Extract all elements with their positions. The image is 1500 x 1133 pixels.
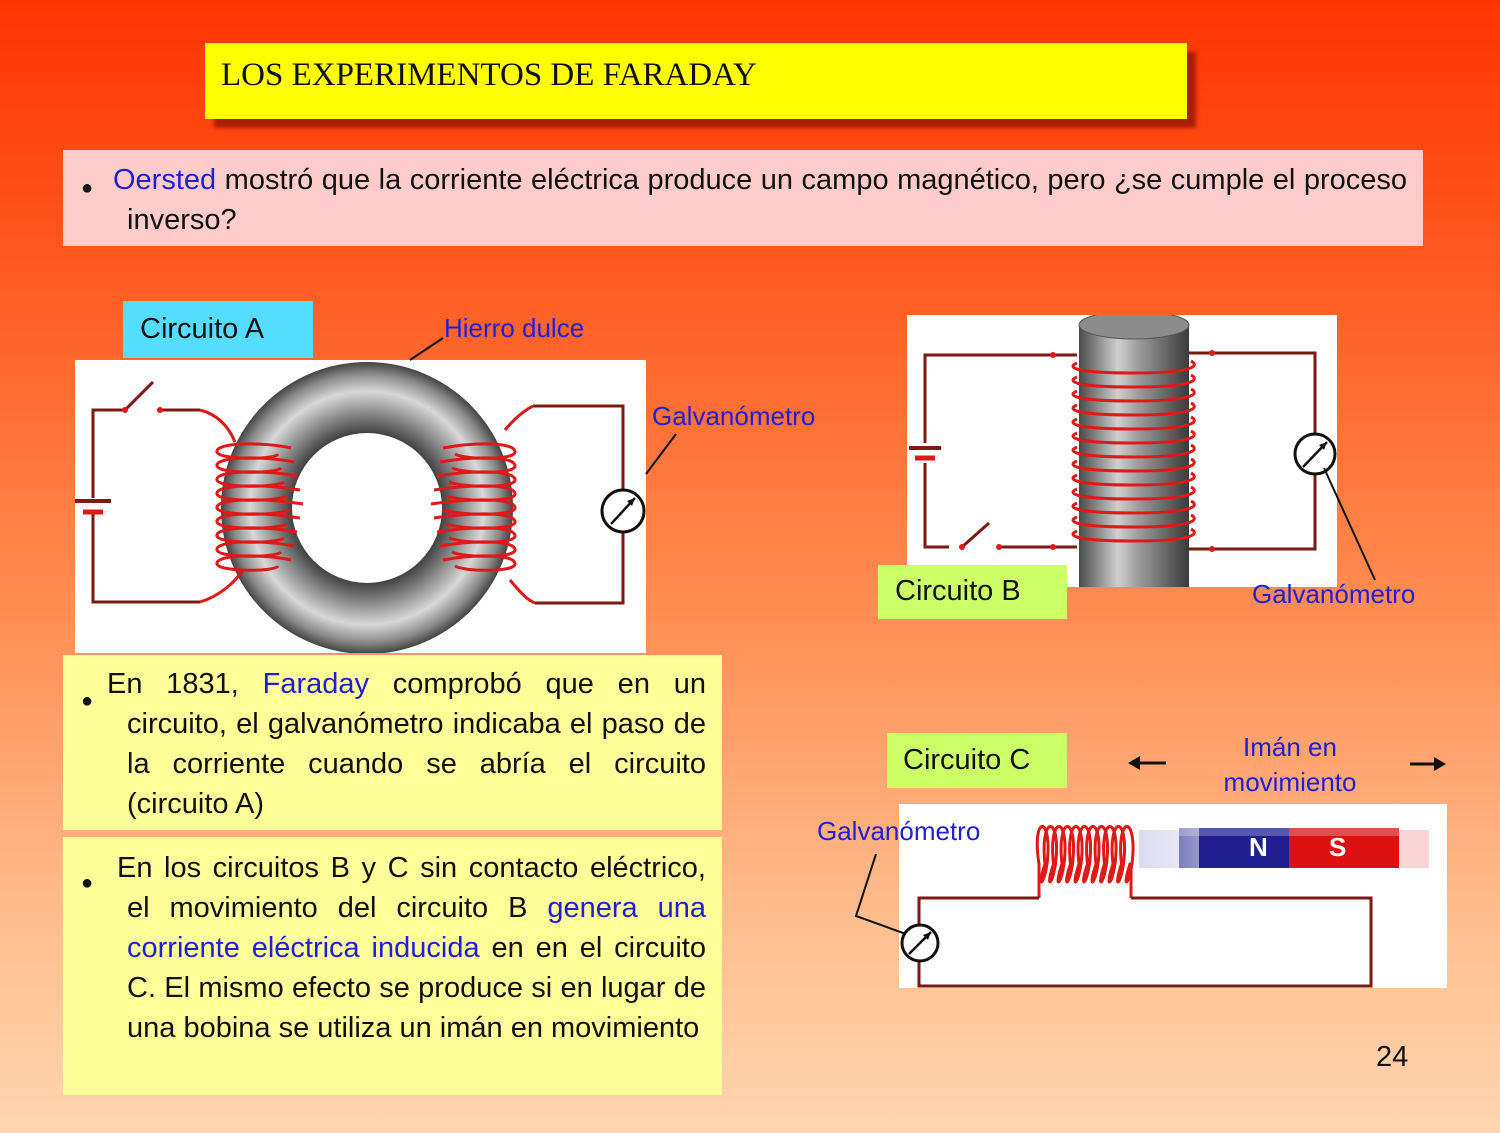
circuit-a-secondary-wires (503, 404, 625, 605)
galvanometro-b-label: Galvanómetro (1252, 579, 1416, 609)
galvanometer-icon (1293, 432, 1337, 476)
bar-magnet (1179, 828, 1399, 868)
circuit-c-diagram: N S (899, 804, 1447, 988)
coil-c (1035, 825, 1135, 898)
hierro-dulce-label: Hierro dulce (444, 313, 585, 343)
galvanometer-icon (900, 923, 940, 963)
page-number: 24 (1376, 1041, 1409, 1073)
galvanometer-icon (600, 488, 646, 534)
galvanometro-c-label: Galvanómetro (817, 816, 981, 846)
magnet-moving-label: Imán en movimiento (1223, 732, 1357, 797)
iron-core (1078, 315, 1190, 587)
pole-s-text: S (1329, 832, 1346, 862)
title-banner: LOS EXPERIMENTOS DE FARADAY (205, 43, 1187, 119)
circuit-a-primary-wires (91, 408, 200, 604)
faraday-name: Faraday (262, 668, 369, 700)
primary-coil (199, 408, 245, 604)
intro-box: ● Oersted mostró que la corriente eléctr… (63, 150, 1423, 246)
faraday-paragraph: ● En 1831, Faraday comprobó que en un ci… (63, 655, 722, 830)
circuit-b-wires (923, 351, 1317, 551)
induction-paragraph: ● En los circuitos B y C sin contacto el… (63, 837, 722, 1095)
switch-icon (122, 380, 163, 413)
circuit-a-diagram (75, 360, 646, 653)
hierro-dulce-pointer (409, 337, 444, 361)
circuit-c-label: Circuito C (887, 733, 1067, 788)
arrow-left-icon (1128, 756, 1166, 770)
bullet-icon: ● (81, 872, 94, 894)
galvanometro-b-pointer (1323, 467, 1376, 581)
galvanometro-a-pointer (645, 433, 677, 475)
battery-icon (75, 499, 111, 515)
galvanometro-c-pointer (854, 853, 907, 935)
intro-text: mostró que la corriente eléctrica produc… (127, 164, 1407, 236)
galvanometro-a-label: Galvanómetro (652, 401, 816, 431)
circuit-b-label: Circuito B (878, 565, 1067, 619)
switch-icon (959, 521, 1002, 550)
bullet-icon: ● (81, 690, 94, 712)
intro-name-oersted: Oersted (113, 164, 217, 196)
induced-current-highlight: genera una corriente eléctrica inducida (127, 892, 706, 964)
battery-icon (909, 446, 941, 461)
slide-title: LOS EXPERIMENTOS DE FARADAY (221, 57, 757, 93)
bullet-icon: ● (81, 177, 94, 199)
circuit-c-wires (917, 896, 1373, 988)
circuit-a-label: Circuito A (123, 301, 313, 358)
coil-b (1071, 359, 1196, 543)
circuit-b-diagram (907, 315, 1337, 587)
pole-n-text: N (1249, 832, 1268, 862)
arrow-right-icon (1410, 757, 1446, 771)
